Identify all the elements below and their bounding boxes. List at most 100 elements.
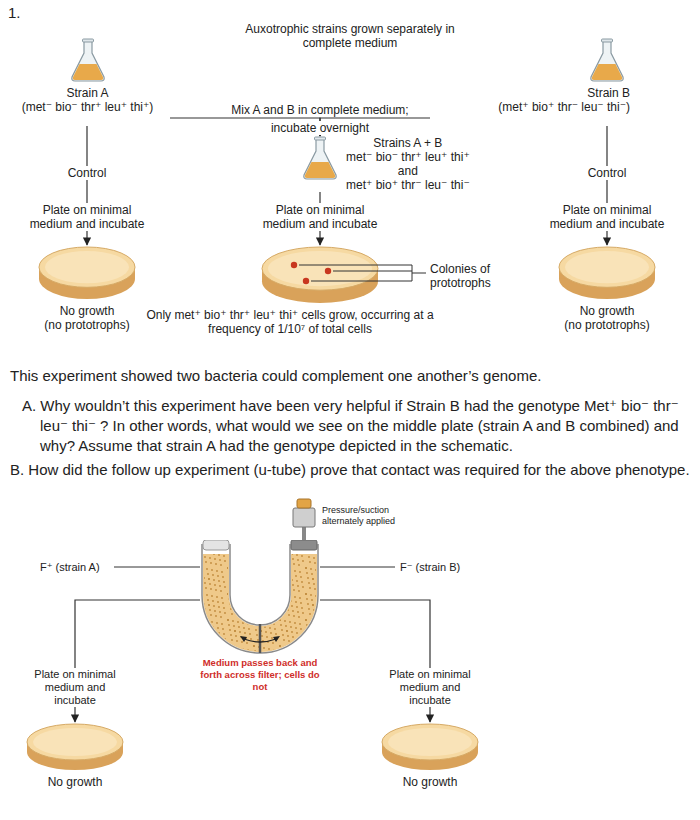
drawing-part — [589, 38, 625, 82]
connector — [86, 180, 87, 203]
drawing-part — [291, 540, 317, 550]
u-tube-drawing — [200, 540, 320, 655]
connector — [74, 707, 75, 722]
drawing-part — [565, 251, 649, 283]
drawing-part — [602, 39, 613, 42]
step-label-text: Control — [57, 166, 117, 180]
question-text: B. How did the follow up experiment (u-t… — [10, 460, 695, 480]
petri-dish — [557, 245, 657, 301]
petri-plate-text: No growth — [547, 304, 667, 318]
mixture-text: Strains A + Bmet⁻ bio⁻ thr⁺ leu⁺ thi⁺and… — [346, 136, 470, 192]
drawing-part — [260, 245, 380, 305]
petri-plate: No growth — [370, 722, 490, 789]
petri-dish — [380, 722, 480, 772]
step-label-text: Plate on minimal medium and incubate — [385, 668, 475, 707]
step-label: Plate on minimal medium and incubate — [30, 668, 120, 707]
drawing-part — [200, 540, 320, 655]
step-label-text: Plate on minimal medium and incubate — [30, 668, 120, 707]
connector — [429, 707, 430, 722]
drawing-part — [268, 251, 372, 286]
drawing-part — [412, 273, 426, 274]
petri-plate-text: Only met⁺ bio⁺ thr⁺ leu⁺ thi⁺ cells grow… — [135, 308, 445, 336]
petri-dish — [260, 245, 380, 305]
drawing-part — [240, 636, 247, 642]
drawing-part — [302, 136, 338, 180]
petri-plate-text: No growth — [15, 775, 135, 789]
mixture-flask: Strains A + Bmet⁻ bio⁻ thr⁺ leu⁺ thi⁺and… — [302, 136, 502, 192]
petri-plate-text: No growth — [370, 775, 490, 789]
petri-plate-text: (no prototrophs) — [27, 318, 147, 332]
drawing-part — [114, 567, 200, 568]
drawing-part — [45, 251, 129, 283]
drawing-part — [230, 544, 290, 625]
drawing-part — [259, 624, 262, 653]
connector — [319, 192, 320, 203]
drawing-part — [33, 728, 117, 756]
drawing-part — [412, 265, 413, 281]
callout-label: Pressure/suction alternately applied — [322, 505, 417, 527]
mixture-flask-text: met⁻ bio⁻ thr⁺ leu⁺ thi⁺ — [346, 150, 470, 164]
step-label: Control — [577, 166, 637, 180]
step-label: Plate on minimal medium and incubate — [542, 203, 672, 231]
step-label-text: Plate on minimal medium and incubate — [255, 203, 385, 231]
mixture-flask-text: and — [346, 164, 470, 178]
drawing-part — [291, 262, 297, 268]
drawing-part — [72, 64, 103, 80]
connector — [320, 600, 430, 668]
question-text: A. Why wouldn’t this experiment have bee… — [22, 396, 694, 456]
step-label-text: Plate on minimal medium and incubate — [22, 203, 152, 231]
drawing-part — [71, 41, 103, 81]
callout-label: Colonies of prototrophs — [430, 262, 520, 290]
petri-plate: No growth(no prototrophs) — [547, 245, 667, 332]
drawing-part — [39, 247, 135, 287]
strain-flask: Strain A(met⁻ bio⁻ thr⁺ leu⁺ thi⁺) — [5, 38, 170, 126]
drawing-part — [591, 41, 623, 81]
flask-icon — [70, 38, 106, 82]
connector — [75, 600, 200, 668]
connector — [606, 231, 607, 245]
connector — [606, 126, 607, 166]
diagram-heading: Auxotrophic strains grown separately in … — [230, 22, 470, 50]
step-label: Control — [57, 166, 117, 180]
drawing-part — [315, 137, 326, 140]
drawing-part — [203, 540, 229, 550]
drawing-part — [304, 139, 336, 179]
drawing-part — [325, 268, 331, 274]
drawing-part — [297, 499, 311, 508]
drawing-part — [262, 247, 378, 290]
step-label: Plate on minimal medium and incubate — [255, 203, 385, 231]
drawing-part — [320, 567, 395, 568]
petri-dish — [37, 245, 137, 301]
drawing-part — [382, 724, 478, 760]
drawing-part — [244, 639, 276, 642]
pressure-device — [293, 499, 315, 541]
petri-plate: No growth(no prototrophs) — [27, 245, 147, 332]
drawing-part — [303, 278, 309, 284]
connector — [606, 180, 607, 203]
leader-line — [114, 567, 395, 568]
connector — [319, 231, 320, 245]
strain-flask-text: Strain A — [5, 86, 170, 100]
strain-flask-text: (met⁻ bio⁻ thr⁺ leu⁺ thi⁺) — [5, 100, 170, 114]
drawing-part — [293, 508, 315, 527]
step-note: Mix A and B in complete medium; — [220, 103, 420, 117]
drawing-part — [273, 636, 280, 642]
flask-icon — [302, 136, 338, 180]
drawing-part — [37, 245, 137, 301]
drawing-part — [70, 38, 106, 82]
callout-label: F⁻ (strain B) — [400, 560, 460, 574]
petri-plate-text: No growth — [27, 304, 147, 318]
drawing-part — [202, 544, 318, 653]
step-label: Plate on minimal medium and incubate — [385, 668, 475, 707]
connector — [86, 126, 87, 166]
step-note: incubate overnight — [265, 121, 375, 135]
drawing-part — [305, 162, 336, 178]
drawing-part — [27, 724, 123, 760]
petri-plate: Only met⁺ bio⁺ thr⁺ leu⁺ thi⁺ cells grow… — [135, 245, 445, 336]
drawing-part — [388, 728, 472, 756]
drawing-part — [25, 722, 125, 772]
petri-plate-text: (no prototrophs) — [547, 318, 667, 332]
drawing-part — [559, 247, 655, 287]
mixture-flask-text: Strains A + B — [346, 136, 470, 150]
